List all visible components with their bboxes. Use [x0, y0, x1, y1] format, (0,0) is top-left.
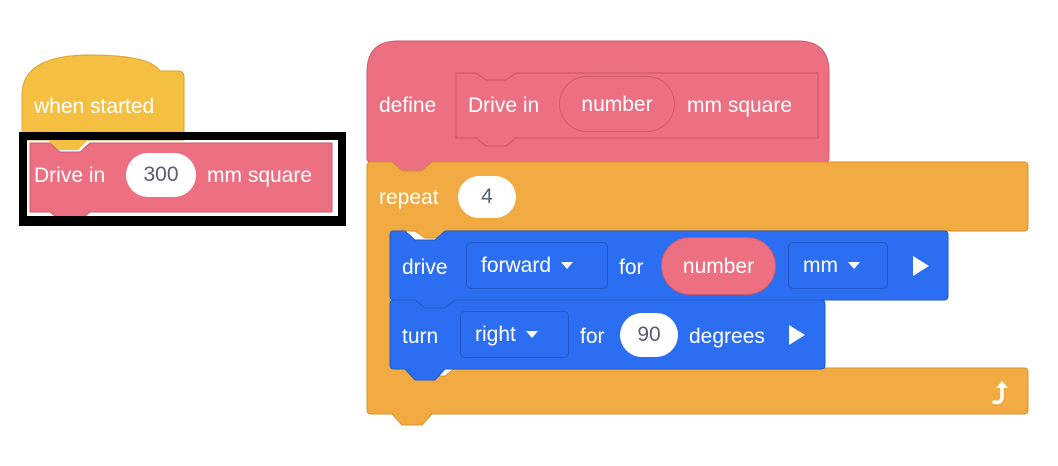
define-suffix: mm square	[687, 94, 793, 117]
play-icon[interactable]	[913, 256, 929, 276]
chevron-down-icon	[561, 262, 574, 269]
turn-angle-input[interactable]: 90	[620, 313, 678, 357]
repeat-label: repeat	[379, 186, 439, 209]
repeat-count-input[interactable]: 4	[458, 176, 516, 218]
turn-for-label: for	[580, 325, 605, 348]
repeat-c-block-shape[interactable]	[366, 161, 1029, 426]
drive-direction-value: forward	[481, 253, 552, 277]
drive-label: drive	[402, 256, 448, 279]
turn-direction-value: right	[475, 322, 516, 346]
define-param-label: number	[581, 92, 653, 116]
chevron-down-icon	[525, 331, 538, 338]
call-block-prefix: Drive in	[34, 164, 106, 187]
drive-distance-label: number	[682, 254, 755, 278]
drive-for-label: for	[619, 256, 644, 279]
loop-arrow-icon	[992, 381, 1008, 405]
call-block-value-input[interactable]: 300	[126, 153, 196, 197]
chevron-down-icon	[848, 262, 860, 269]
define-param-reporter[interactable]: number	[559, 76, 675, 132]
turn-unit-label: degrees	[689, 325, 765, 348]
when-started-hat-shape[interactable]	[21, 54, 185, 141]
drive-direction-dropdown[interactable]: forward	[466, 242, 608, 289]
drive-unit-value: mm	[803, 253, 838, 277]
call-block-suffix: mm square	[207, 164, 313, 187]
drive-distance-reporter[interactable]: number	[661, 237, 776, 295]
define-prefix: Drive in	[468, 94, 540, 117]
drive-unit-dropdown[interactable]: mm	[788, 242, 888, 289]
define-keyword: define	[379, 94, 437, 117]
turn-label: turn	[402, 325, 439, 348]
selection-highlight	[19, 132, 346, 226]
turn-direction-dropdown[interactable]: right	[460, 311, 569, 358]
play-icon[interactable]	[789, 325, 805, 345]
when-started-label: when started	[34, 95, 155, 118]
